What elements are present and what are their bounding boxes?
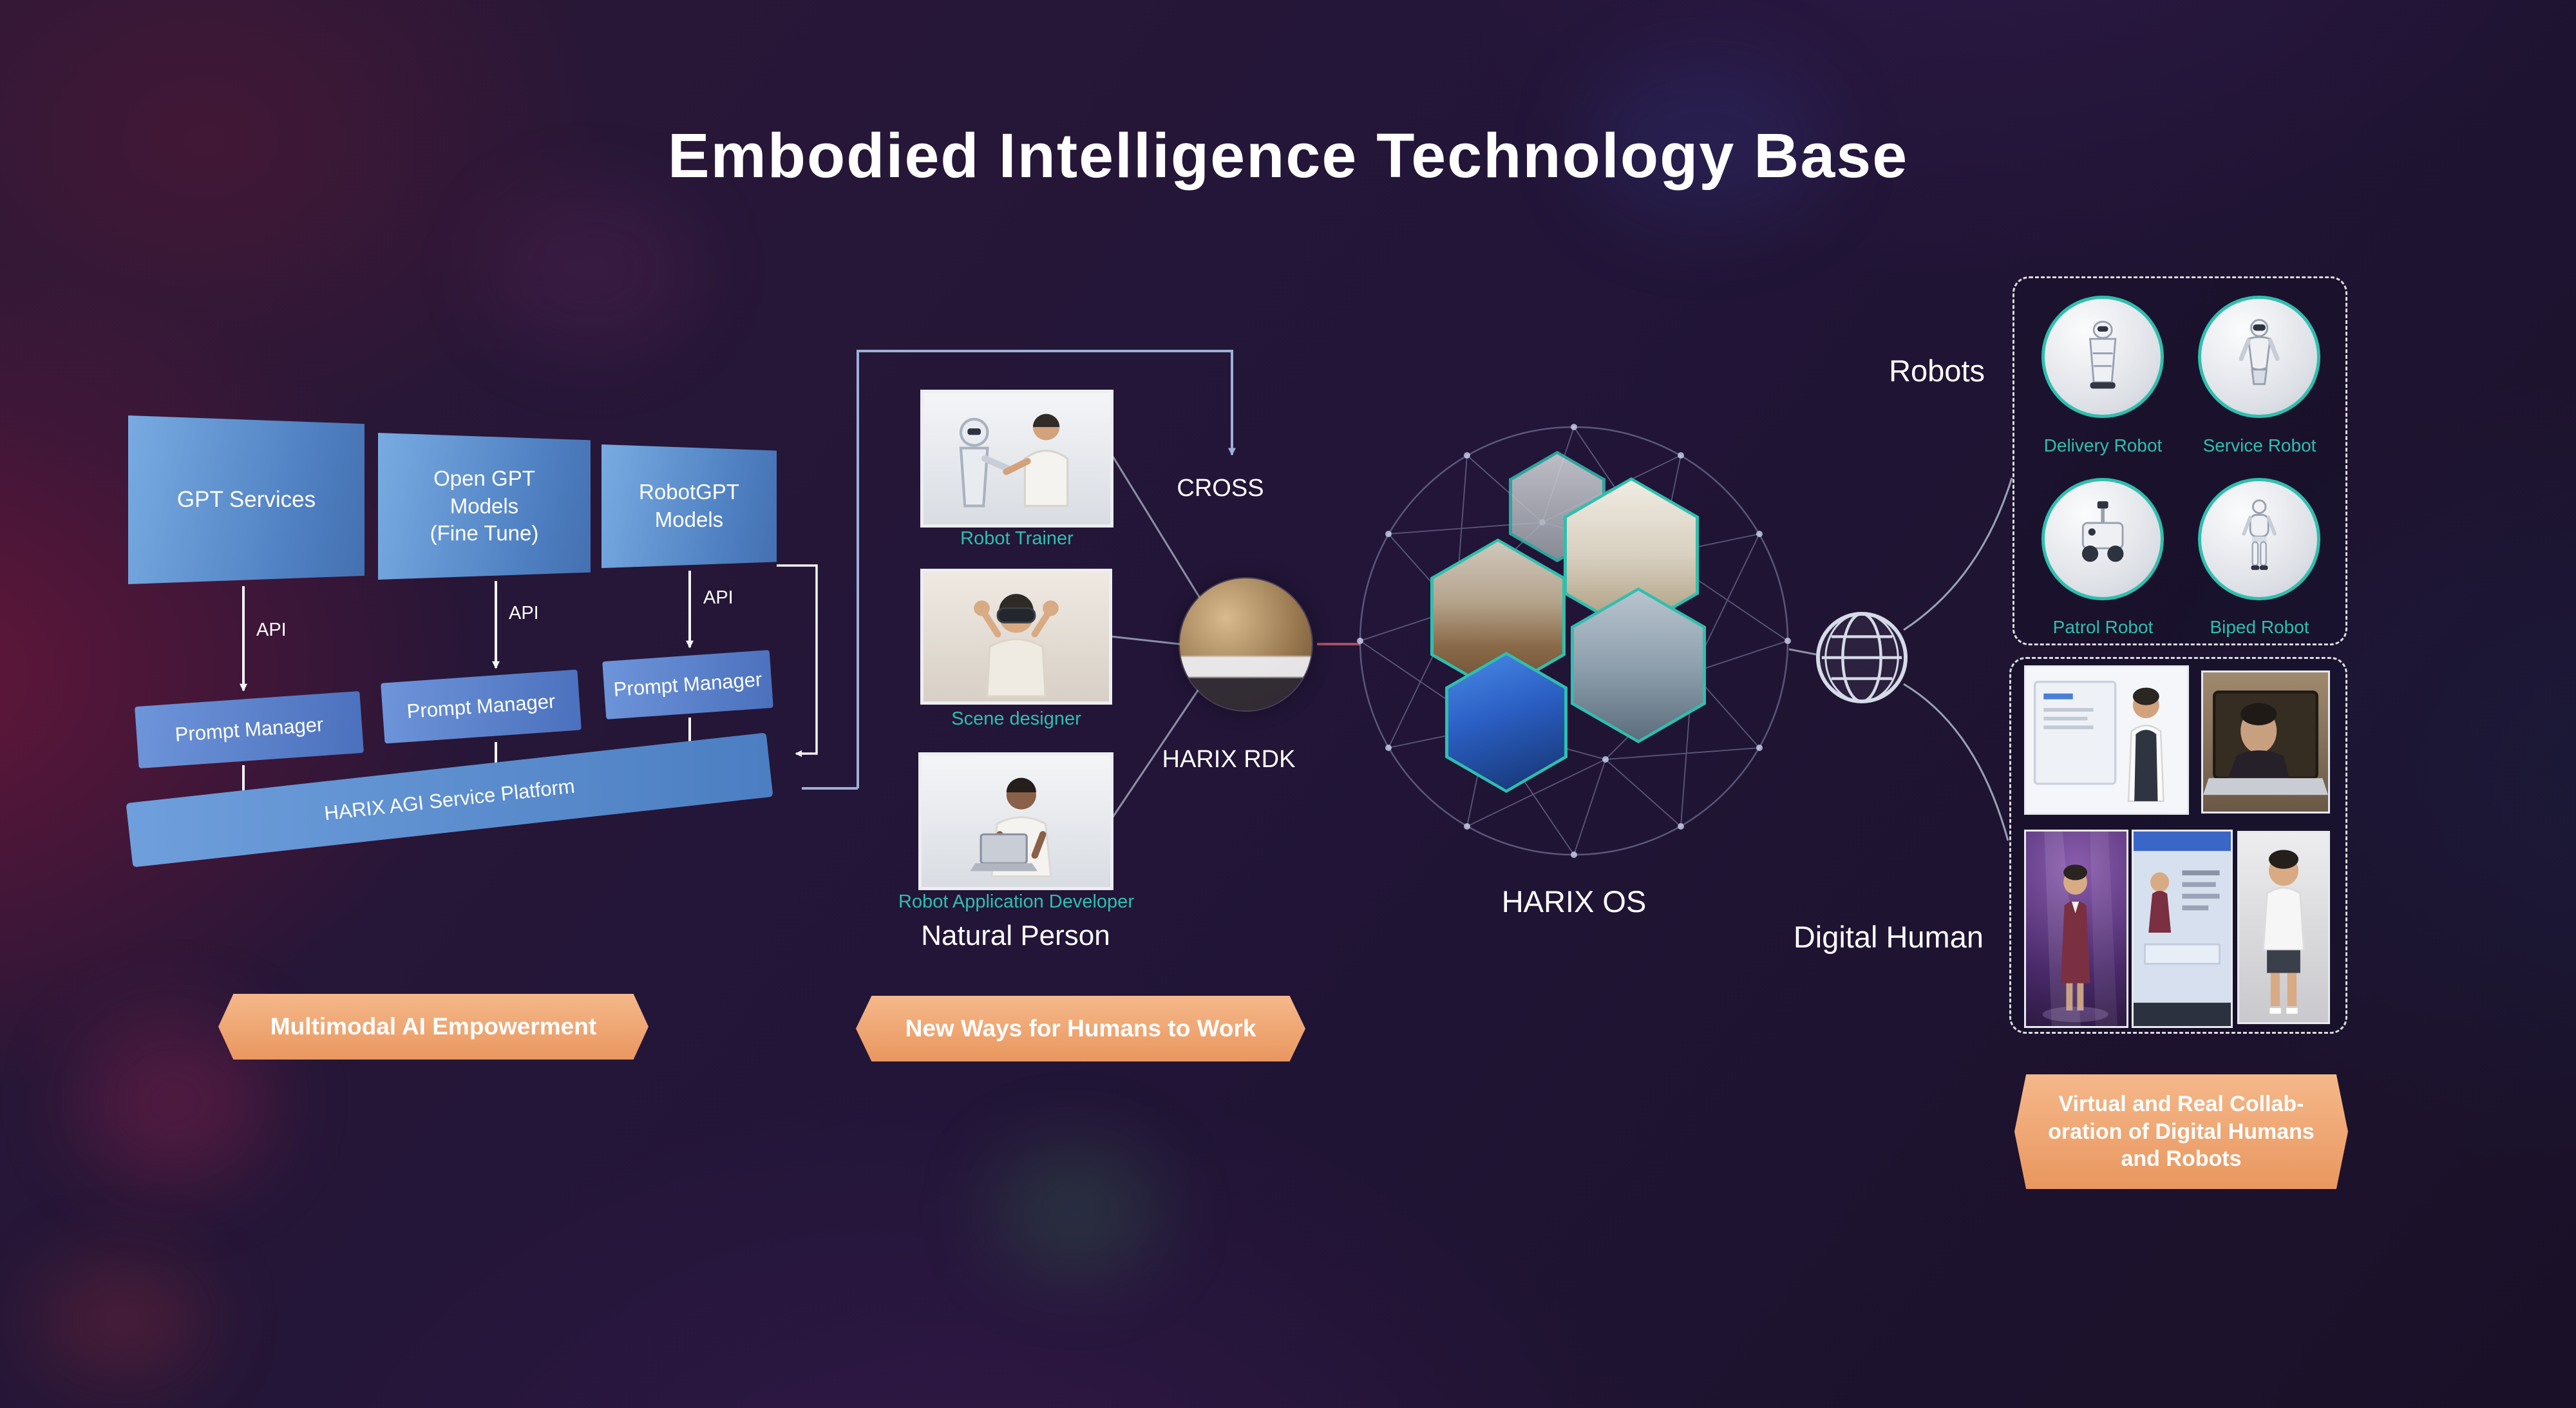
robot-label-biped: Biped Robot bbox=[2210, 617, 2309, 637]
banner-line: Virtual and Real Collab- bbox=[2058, 1092, 2304, 1117]
gpt-box-label: GPT Services bbox=[176, 487, 316, 513]
photo-label-robot-trainer: Robot Trainer bbox=[960, 528, 1074, 549]
kiosk-illustration bbox=[2134, 832, 2231, 1026]
digital-human-presenter-image bbox=[2024, 665, 2189, 815]
photo-label-scene-designer: Scene designer bbox=[951, 709, 1081, 729]
banner-new-ways: New Ways for Humans to Work bbox=[856, 996, 1305, 1061]
service-robot-icon bbox=[2239, 319, 2280, 385]
digital-human-heading: Digital Human bbox=[1793, 920, 1984, 954]
globe-icon bbox=[1815, 611, 1908, 704]
globe-dh-link bbox=[1903, 683, 2009, 841]
cross-bracket bbox=[857, 350, 1236, 788]
prompt-manager-label: Prompt Manager bbox=[406, 689, 556, 723]
digital-human-kiosk-image bbox=[2132, 830, 2233, 1028]
banner-label: New Ways for Humans to Work bbox=[905, 1015, 1256, 1042]
developer-illustration bbox=[970, 777, 1052, 878]
cross-sphere-image bbox=[1180, 578, 1312, 710]
robot-image-patrol bbox=[2041, 478, 2164, 600]
patrol-robot-icon bbox=[2081, 501, 2124, 562]
globe-robots-link bbox=[1903, 477, 2013, 631]
api-label: API bbox=[509, 603, 539, 623]
robot-image-delivery bbox=[2041, 296, 2164, 418]
hexagon-scene-image bbox=[1448, 655, 1564, 790]
hexagon-scene bbox=[1445, 652, 1567, 793]
photo-scene-designer bbox=[920, 569, 1112, 705]
banner-label: Multimodal AI Empowerment bbox=[270, 1013, 597, 1040]
delivery-robot-icon bbox=[2088, 320, 2117, 389]
api-label: API bbox=[703, 587, 734, 608]
photo-robot-trainer bbox=[920, 390, 1113, 528]
banner-line: oration of Digital Humans bbox=[2048, 1119, 2315, 1144]
biped-robot-icon bbox=[2242, 499, 2277, 570]
photo-link bbox=[1110, 635, 1180, 645]
scene-designer-illustration bbox=[974, 594, 1059, 698]
robot-label-service: Service Robot bbox=[2202, 435, 2316, 455]
feedback-bracket bbox=[777, 564, 818, 757]
harix-os-label: HARIX OS bbox=[1501, 884, 1647, 918]
photo-link bbox=[1111, 455, 1203, 602]
digital-human-stage-image bbox=[2024, 830, 2128, 1028]
api-label: API bbox=[256, 620, 287, 640]
videocall-illustration bbox=[2203, 690, 2328, 795]
prompt-manager-label: Prompt Manager bbox=[174, 712, 325, 747]
gpt-box-label: Models bbox=[654, 508, 724, 531]
gpt-box-label: Open GPT bbox=[433, 466, 535, 490]
robotgpt-models-box: RobotGPT Models bbox=[601, 444, 777, 568]
robot-trainer-illustration bbox=[959, 414, 1069, 508]
robot-image-biped bbox=[2198, 478, 2320, 600]
gpt-box-label: RobotGPT bbox=[639, 480, 739, 504]
banner-multimodal-ai: Multimodal AI Empowerment bbox=[218, 994, 649, 1060]
robot-label-delivery: Delivery Robot bbox=[2043, 435, 2163, 455]
gpt-box-label: Models bbox=[450, 493, 519, 518]
banner-line: and Robots bbox=[2121, 1146, 2242, 1172]
presenter-illustration bbox=[2033, 680, 2164, 803]
photo-label-developer: Robot Application Developer bbox=[898, 891, 1134, 912]
banner-virtual-real-collaboration: Virtual and Real Collab- oration of Digi… bbox=[2014, 1074, 2348, 1189]
prompt-manager-box: Prompt Manager bbox=[602, 650, 773, 719]
natural-person-heading: Natural Person bbox=[921, 920, 1110, 951]
robot-image-service bbox=[2198, 296, 2320, 418]
harix-rdk-label: HARIX RDK bbox=[1162, 746, 1296, 773]
platform-label: HARIX AGI Service Platform bbox=[323, 774, 576, 825]
digital-human-child-image bbox=[2237, 831, 2330, 1024]
photo-robot-app-developer bbox=[918, 752, 1113, 890]
robots-heading: Robots bbox=[1889, 354, 1985, 388]
open-gpt-models-box: Open GPT Models (Fine Tune) bbox=[378, 433, 591, 580]
child-illustration bbox=[2262, 850, 2306, 1016]
robot-label-patrol: Patrol Robot bbox=[2052, 617, 2154, 637]
digital-human-videocall-image bbox=[2201, 671, 2330, 813]
cross-label: CROSS bbox=[1177, 475, 1264, 502]
gpt-box-label: (Fine Tune) bbox=[430, 521, 539, 546]
page-title: Embodied Intelligence Technology Base bbox=[667, 120, 1909, 191]
gpt-services-box: GPT Services bbox=[128, 415, 365, 584]
os-globe-link bbox=[1788, 648, 1817, 656]
photo-link bbox=[1111, 686, 1202, 819]
stage-avatar-illustration bbox=[2042, 832, 2117, 1026]
prompt-manager-label: Prompt Manager bbox=[612, 667, 763, 701]
